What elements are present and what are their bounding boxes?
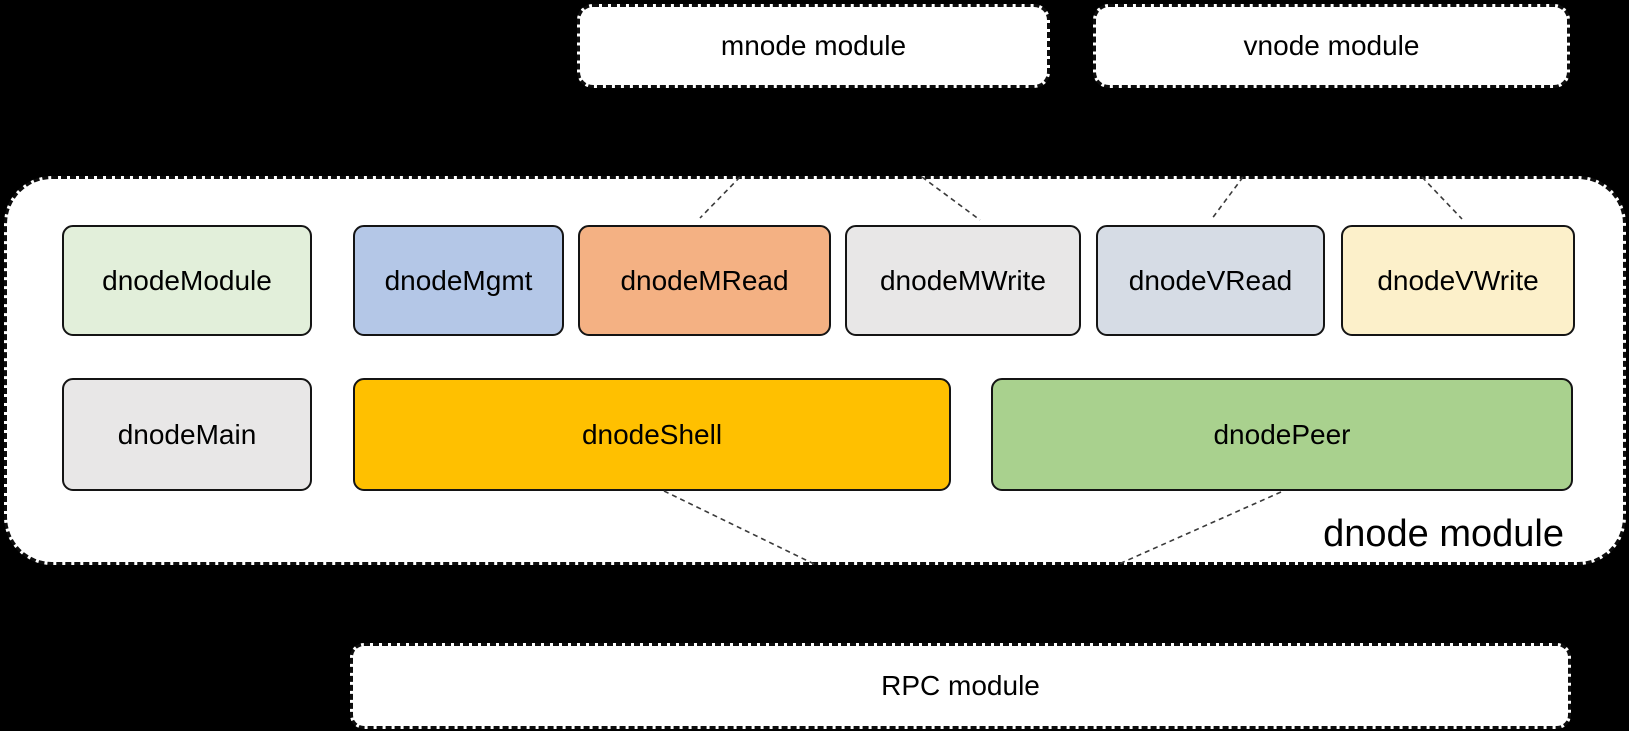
node-dnodeModule: dnodeModule xyxy=(62,225,312,336)
rpc-module-box: RPC module xyxy=(350,643,1571,729)
mnode-module-label: mnode module xyxy=(720,30,907,61)
vnode-module-label: vnode module xyxy=(1243,30,1420,61)
node-dnodePeer: dnodePeer xyxy=(991,378,1573,491)
mnode-module-box: mnode module xyxy=(577,4,1050,88)
node-dnodeVRead: dnodeVRead xyxy=(1096,225,1325,336)
vnode-module-box: vnode module xyxy=(1093,4,1570,88)
dnode-module-label: dnode module xyxy=(1323,513,1564,555)
node-label: dnodeMWrite xyxy=(879,264,1046,296)
node-dnodeMRead: dnodeMRead xyxy=(578,225,831,336)
node-label: dnodePeer xyxy=(1213,418,1351,450)
node-dnodeMgmt: dnodeMgmt xyxy=(353,225,564,336)
node-dnodeMain: dnodeMain xyxy=(62,378,312,491)
node-label: dnodeModule xyxy=(102,264,272,296)
node-label: dnodeShell xyxy=(581,418,723,450)
node-label: dnodeVWrite xyxy=(1377,264,1539,296)
node-label: dnodeVRead xyxy=(1128,264,1293,296)
node-label: dnodeMain xyxy=(117,418,257,450)
dnode-module-container: dnodeModule dnodeMgmt dnodeMRead dnodeMW… xyxy=(4,176,1626,565)
node-dnodeVWrite: dnodeVWrite xyxy=(1341,225,1575,336)
node-label: dnodeMgmt xyxy=(384,264,533,296)
rpc-module-label: RPC module xyxy=(881,670,1040,701)
node-dnodeMWrite: dnodeMWrite xyxy=(845,225,1081,336)
node-label: dnodeMRead xyxy=(620,264,789,296)
node-dnodeShell: dnodeShell xyxy=(353,378,951,491)
